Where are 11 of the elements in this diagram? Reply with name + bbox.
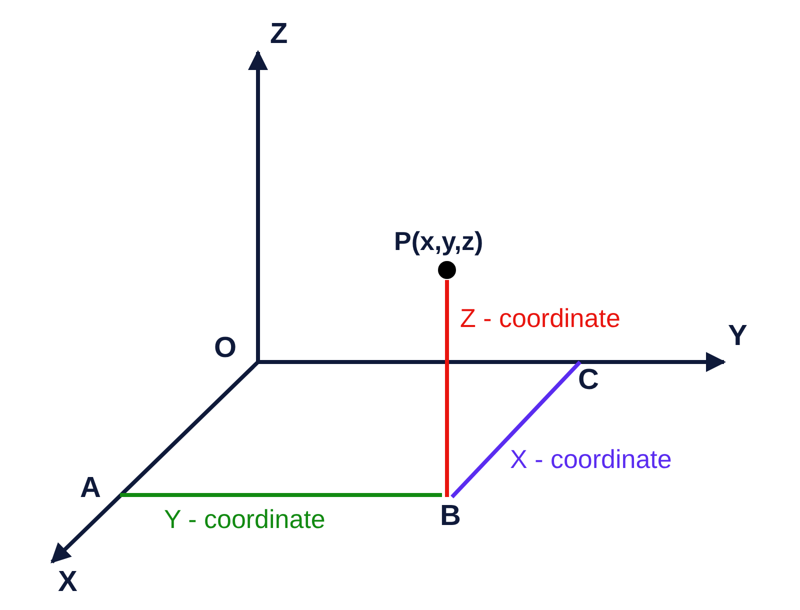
point-letter: A: [80, 474, 101, 503]
coordinate-line: [120, 493, 442, 497]
axis-label: Y: [728, 322, 748, 351]
coordinate-line: [450, 360, 582, 498]
point-letter: B: [440, 502, 461, 531]
axis-label: Z: [270, 20, 288, 49]
point-letter: O: [214, 334, 237, 363]
coordinate-line: [445, 280, 449, 497]
axis-label: X: [58, 568, 78, 597]
point-label: P(x,y,z): [394, 228, 484, 254]
point-letter: C: [578, 366, 599, 395]
